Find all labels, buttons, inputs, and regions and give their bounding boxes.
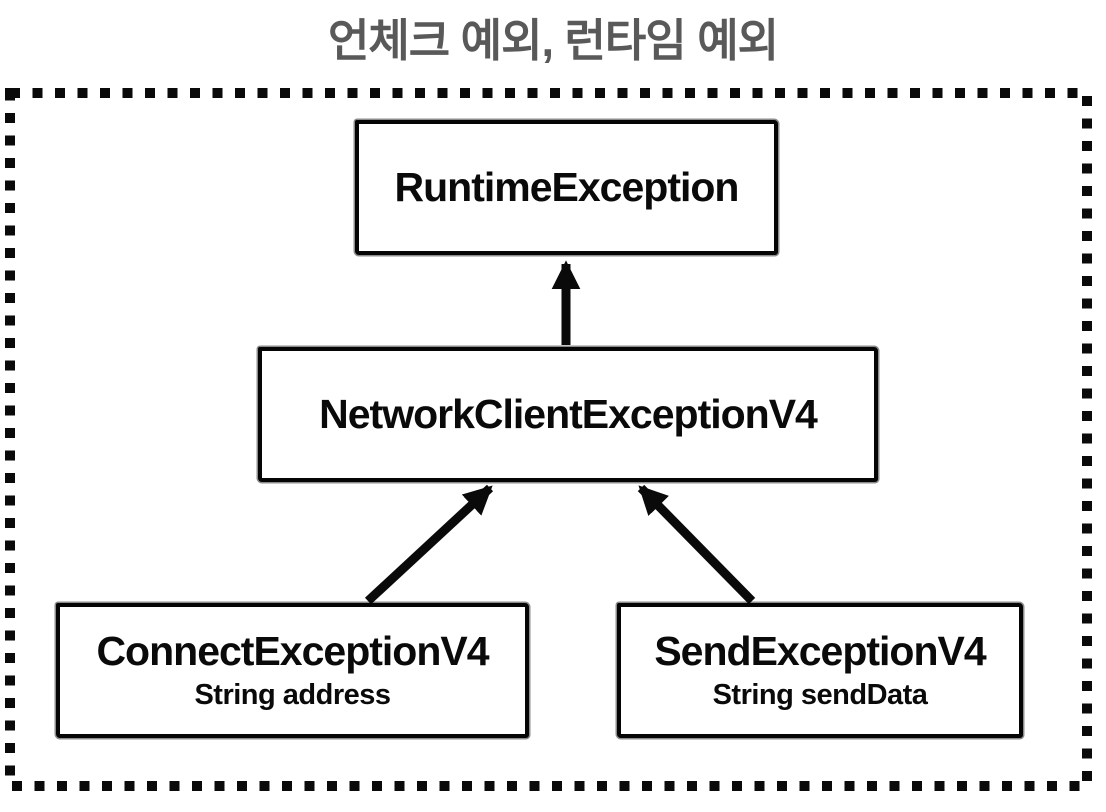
class-box-network-client-exception: NetworkClientExceptionV4	[258, 347, 878, 482]
diagram-title: 언체크 예외, 런타임 예외	[327, 15, 779, 66]
class-field: String sendData	[712, 678, 928, 711]
class-name: RuntimeException	[394, 163, 740, 210]
class-name: SendExceptionV4	[654, 627, 986, 674]
outer-dotted-frame	[5, 88, 1092, 791]
inheritance-arrow-send-to-network	[637, 484, 756, 605]
class-field: String address	[194, 678, 391, 711]
class-name: ConnectExceptionV4	[96, 627, 489, 674]
class-box-runtime-exception: RuntimeException	[355, 120, 778, 255]
inheritance-arrow-connect-to-network	[364, 484, 494, 605]
class-box-connect-exception: ConnectExceptionV4 String address	[56, 603, 529, 738]
class-box-send-exception: SendExceptionV4 String sendData	[617, 603, 1023, 738]
class-name: NetworkClientExceptionV4	[319, 390, 818, 437]
